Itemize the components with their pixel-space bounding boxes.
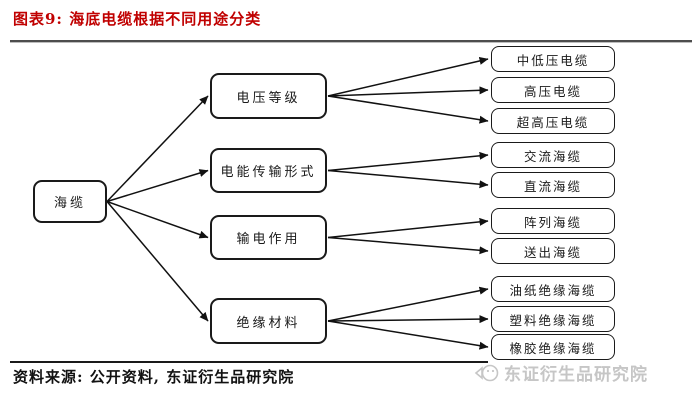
node-leaf: 中低压电缆 (491, 46, 615, 72)
source-note: 资料来源: 公开资料, 东证衍生品研究院 (13, 368, 295, 386)
node-leaf: 橡胶绝缘海缆 (491, 334, 615, 360)
node-leaf: 油纸绝缘海缆 (491, 276, 615, 302)
brand-watermark: 东证衍生品研究院 (474, 360, 648, 385)
node-leaf: 送出海缆 (491, 238, 615, 264)
brand-watermark-label: 东证衍生品研究院 (504, 365, 648, 385)
brand-fish-icon (474, 363, 500, 383)
node-root: 海缆 (33, 180, 107, 223)
figure-title: 图表9: 海底电缆根据不同用途分类 (13, 10, 262, 28)
title-divider (10, 40, 692, 43)
node-leaf: 直流海缆 (491, 172, 615, 198)
node-leaf: 交流海缆 (491, 142, 615, 168)
node-leaf: 超高压电缆 (491, 108, 615, 134)
node-leaf: 阵列海缆 (491, 208, 615, 234)
node-category: 电能传输形式 (210, 148, 327, 193)
footer-divider (10, 361, 488, 363)
node-category: 电压等级 (210, 73, 327, 119)
node-category: 绝缘材料 (210, 298, 327, 344)
node-category: 输电作用 (210, 215, 327, 260)
node-leaf: 塑料绝缘海缆 (491, 306, 615, 332)
node-leaf: 高压电缆 (491, 77, 615, 103)
